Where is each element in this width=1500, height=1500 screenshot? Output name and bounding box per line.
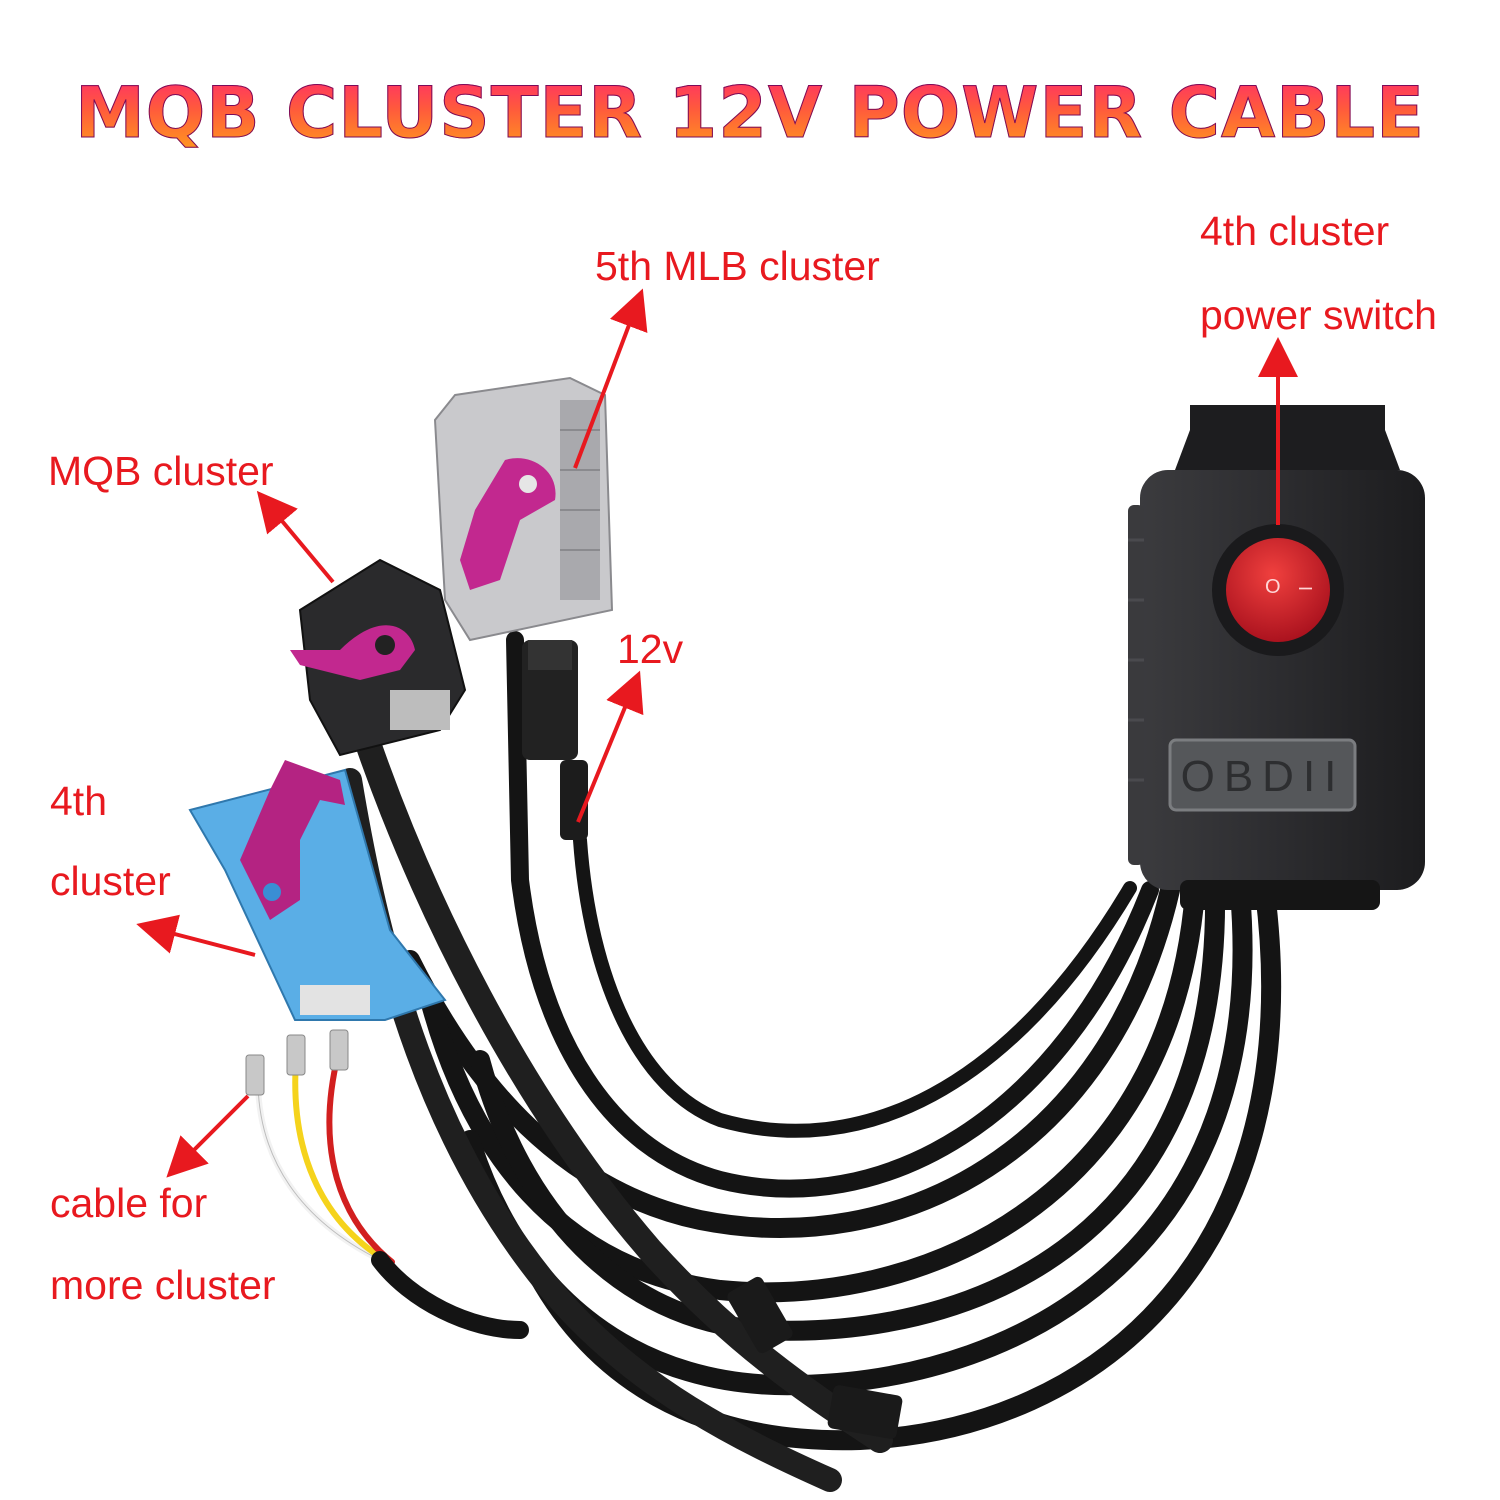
label-cable-for: cable for xyxy=(50,1180,208,1226)
blue-connector xyxy=(188,760,447,1021)
cable-main xyxy=(470,882,1226,1341)
label-4th: 4th xyxy=(50,778,107,824)
arrow-mlb xyxy=(573,288,648,469)
obd-device xyxy=(1128,405,1425,910)
label-cluster: cluster xyxy=(50,858,171,904)
switch-on-mark: I xyxy=(1295,585,1316,592)
power-switch xyxy=(1226,538,1330,642)
arrow-4th xyxy=(136,914,256,957)
arrow-mqb xyxy=(256,490,335,584)
mlb-connector xyxy=(433,376,614,642)
label-12v: 12v xyxy=(617,626,684,672)
obd-plate-text: OBDII xyxy=(1180,752,1346,801)
label-more-cluster: more cluster xyxy=(50,1262,276,1308)
inline-plug xyxy=(727,1276,793,1354)
inline-plug xyxy=(827,1385,903,1439)
label-switch-line2: power switch xyxy=(1200,292,1437,338)
label-mqb-cluster: MQB cluster xyxy=(48,448,274,494)
label-5th-mlb-cluster: 5th MLB cluster xyxy=(595,243,880,289)
barrel-connector-12v xyxy=(522,640,588,840)
braided-sleeve xyxy=(338,707,893,1492)
mqb-connector xyxy=(290,558,467,757)
arrow-12v xyxy=(576,670,644,823)
obd-plate xyxy=(1168,738,1357,812)
cable-mlb xyxy=(506,631,1159,1198)
loose-wires xyxy=(255,1052,529,1339)
arrow-more xyxy=(166,1094,250,1178)
cable-bundle xyxy=(400,631,1282,1451)
annotation-arrows xyxy=(136,288,1298,1178)
wire-pins xyxy=(245,1029,349,1096)
page-title: MQB CLUSTER 12V POWER CABLE xyxy=(0,72,1500,155)
label-switch-line1: 4th cluster xyxy=(1200,208,1390,254)
cable-12v xyxy=(573,833,1137,1138)
switch-off-mark: O xyxy=(1265,576,1281,598)
